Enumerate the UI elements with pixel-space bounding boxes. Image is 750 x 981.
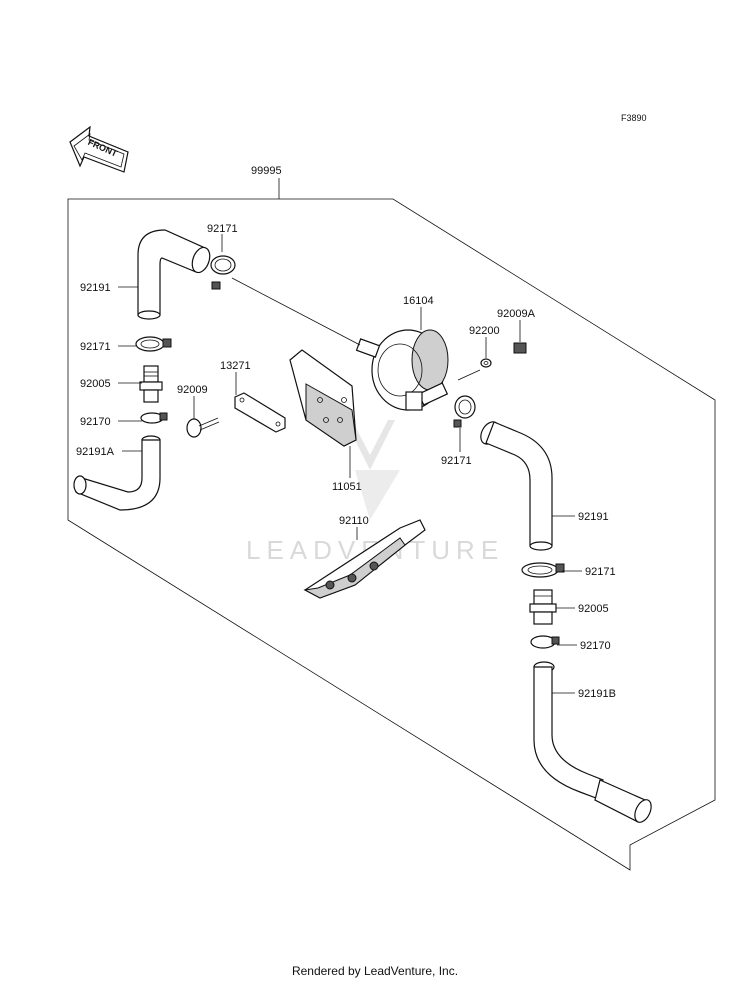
front-arrow-icon: FRONT — [69, 125, 129, 173]
pump-16104 — [355, 329, 449, 411]
leader-lines — [118, 178, 582, 694]
label-92191-right: 92191 — [578, 511, 609, 523]
label-92191A: 92191A — [76, 446, 115, 458]
washer-92200 — [480, 358, 492, 368]
bracket-13271 — [234, 392, 286, 433]
kit-outline — [67, 198, 716, 871]
clamp-92170-left — [140, 412, 168, 424]
label-92170-left: 92170 — [80, 416, 111, 428]
ref-code: F3890 — [621, 113, 647, 123]
label-16104: 16104 — [403, 295, 434, 307]
label-92171-top: 92171 — [207, 223, 238, 235]
label-92005-left: 92005 — [80, 378, 111, 390]
fitting-92005-right — [529, 589, 557, 625]
label-92110: 92110 — [339, 515, 369, 527]
label-92171-right: 92171 — [585, 566, 616, 578]
clamp-92171-top — [210, 255, 236, 290]
label-92200: 92200 — [469, 325, 500, 337]
label-92171-left: 92171 — [80, 341, 111, 353]
label-99995: 99995 — [251, 165, 282, 177]
label-92005-right: 92005 — [578, 603, 609, 615]
plate-11051 — [289, 349, 357, 447]
hose-92191-right — [480, 421, 553, 551]
hose-92191B-right — [533, 661, 652, 823]
clamp-92171-center — [453, 395, 476, 428]
label-92009: 92009 — [177, 384, 208, 396]
label-11051: 11051 — [332, 481, 362, 493]
clamp-92170-right — [530, 635, 560, 649]
footer-credit: Rendered by LeadVenture, Inc. — [292, 964, 458, 978]
hose-92191A-left — [73, 435, 161, 511]
watermark-logo — [345, 420, 400, 520]
label-92191-left: 92191 — [80, 282, 111, 294]
part-labels: 99995 92171 92191 92171 92005 92170 9219… — [76, 165, 616, 700]
fitting-92005-left — [139, 365, 163, 403]
label-92009A: 92009A — [497, 308, 536, 320]
clamp-92171-left — [135, 336, 172, 352]
label-13271: 13271 — [220, 360, 251, 372]
bracket-92110 — [303, 519, 426, 599]
hose-92191-left — [137, 229, 211, 320]
clamp-92171-right — [521, 562, 565, 578]
label-92191B: 92191B — [578, 688, 616, 700]
label-92171-center: 92171 — [441, 455, 472, 467]
label-92170-right: 92170 — [580, 640, 611, 652]
bolt-92009A — [513, 342, 527, 354]
bolt-92009 — [186, 417, 220, 438]
